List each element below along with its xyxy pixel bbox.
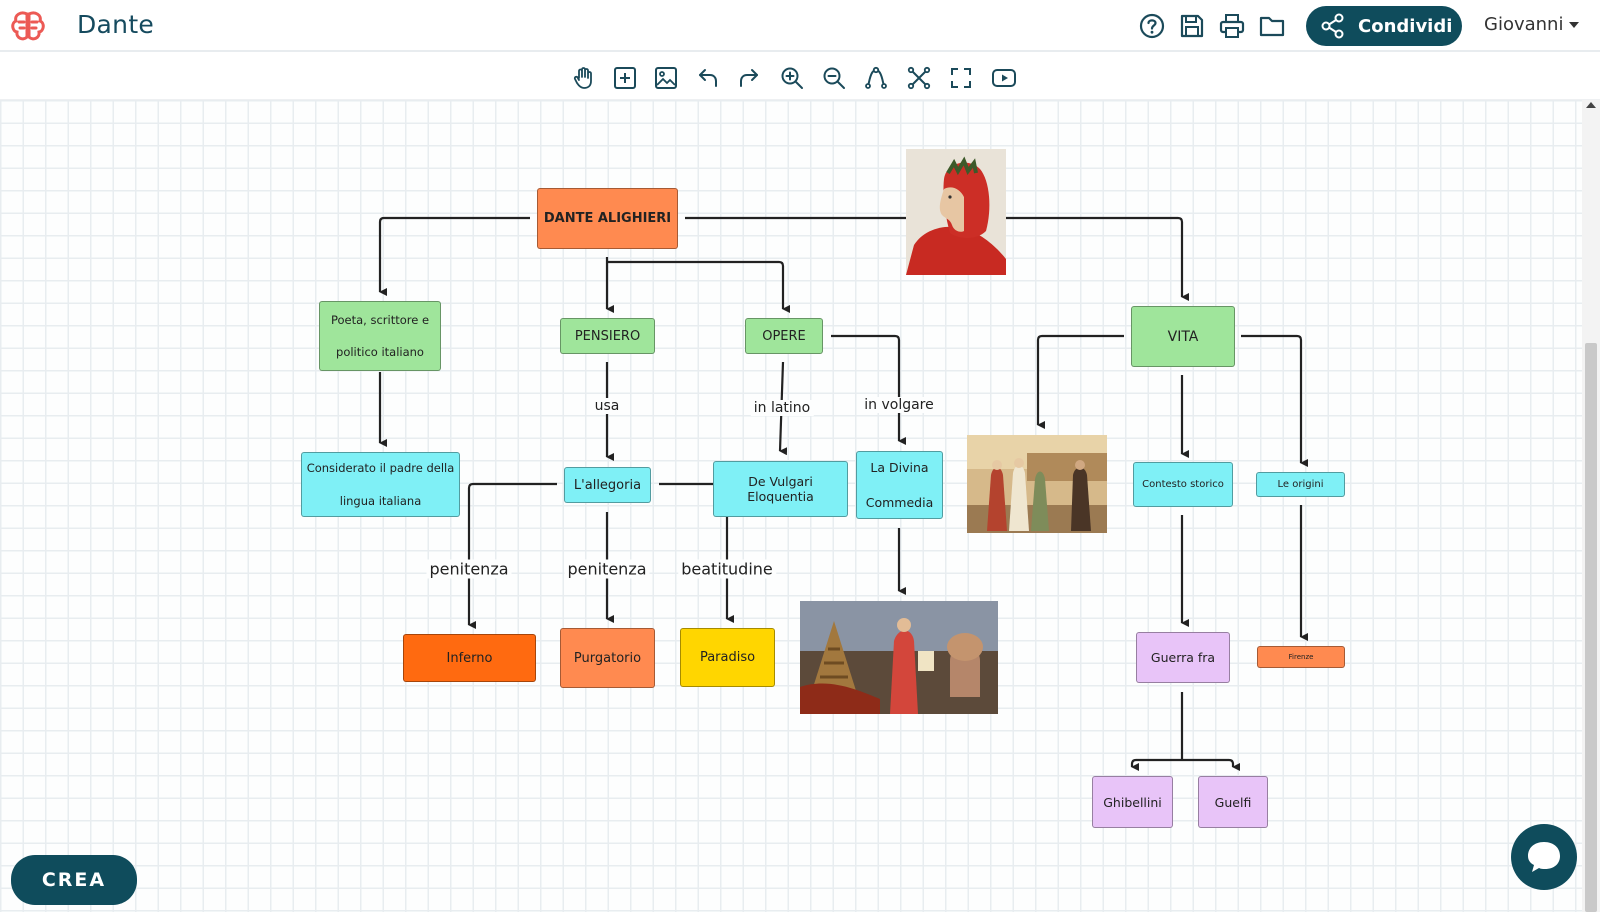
node-text: PENSIERO	[574, 328, 641, 344]
add-box-icon[interactable]	[611, 64, 639, 92]
node-text: Purgatorio	[573, 650, 642, 666]
node-padre-lingua[interactable]: Considerato il padre della lingua italia…	[301, 452, 460, 517]
edge-label-penitenza-purgatorio[interactable]: penitenza	[564, 559, 650, 579]
user-name: Giovanni	[1484, 14, 1564, 35]
create-button[interactable]: CREA	[11, 855, 137, 905]
connector-icon[interactable]	[862, 64, 890, 92]
chat-button[interactable]	[1511, 824, 1577, 890]
node-allegoria[interactable]: L'allegoria	[564, 467, 651, 503]
redo-icon[interactable]	[735, 64, 763, 92]
hand-icon[interactable]	[570, 64, 598, 92]
node-de-vulgari-eloquentia[interactable]: De Vulgari Eloquentia	[713, 461, 848, 517]
edge-label-penitenza-inferno[interactable]: penitenza	[426, 559, 512, 579]
brain-logo-icon[interactable]	[10, 10, 46, 42]
create-label: CREA	[41, 869, 107, 891]
node-text: Contesto storico	[1142, 479, 1224, 490]
image-icon[interactable]	[652, 64, 680, 92]
node-paradiso[interactable]: Paradiso	[680, 628, 775, 687]
edge-label-usa[interactable]: usa	[591, 398, 623, 414]
node-firenze[interactable]: Firenze	[1257, 646, 1345, 668]
node-text: Guelfi	[1214, 794, 1252, 810]
node-inferno[interactable]: Inferno	[403, 634, 536, 682]
node-purgatorio[interactable]: Purgatorio	[560, 628, 655, 688]
share-icon	[1321, 13, 1344, 39]
fullscreen-icon[interactable]	[947, 64, 975, 92]
share-label: Condividi	[1358, 15, 1453, 37]
node-text: Ghibellini	[1103, 794, 1162, 810]
save-icon[interactable]	[1178, 12, 1206, 40]
node-ghibellini[interactable]: Ghibellini	[1092, 776, 1173, 828]
node-text: DANTE ALIGHIERI	[543, 211, 672, 226]
node-text: La Divina Commedia	[865, 460, 934, 510]
present-icon[interactable]	[990, 64, 1018, 92]
node-guelfi[interactable]: Guelfi	[1198, 776, 1268, 828]
edge-label-in-latino[interactable]: in latino	[750, 400, 814, 416]
node-text: Paradiso	[699, 650, 756, 665]
node-text: VITA	[1167, 328, 1199, 345]
node-text: Poeta, scrittore e politico italiano	[330, 312, 430, 359]
chevron-down-icon	[1569, 21, 1580, 28]
undo-icon[interactable]	[694, 64, 722, 92]
node-text: Considerato il padre della lingua italia…	[306, 461, 455, 508]
node-le-origini[interactable]: Le origini	[1256, 472, 1345, 497]
node-opere[interactable]: OPERE	[745, 318, 823, 354]
vertical-scrollbar[interactable]	[1582, 100, 1600, 912]
node-text: Guerra fra	[1150, 650, 1216, 665]
print-icon[interactable]	[1218, 12, 1246, 40]
dante-commedia-painting-image[interactable]	[800, 601, 998, 714]
edge-label-in-volgare[interactable]: in volgare	[861, 397, 937, 413]
node-text: Firenze	[1288, 653, 1314, 661]
node-poeta[interactable]: Poeta, scrittore e politico italiano	[319, 301, 441, 371]
node-dante-alighieri[interactable]: DANTE ALIGHIERI	[537, 188, 678, 249]
node-divina-commedia[interactable]: La Divina Commedia	[856, 451, 943, 519]
folder-icon[interactable]	[1258, 12, 1286, 40]
node-pensiero[interactable]: PENSIERO	[560, 318, 655, 354]
top-bar: Dante Condividi Giovanni	[0, 0, 1600, 52]
share-button[interactable]: Condividi	[1306, 6, 1462, 46]
node-text: De Vulgari Eloquentia	[747, 474, 814, 504]
fit-icon[interactable]	[905, 64, 933, 92]
editor-toolbar	[0, 54, 1600, 100]
node-text: L'allegoria	[573, 477, 642, 493]
edge-label-beatitudine[interactable]: beatitudine	[678, 559, 776, 579]
node-guerra-fra[interactable]: Guerra fra	[1136, 632, 1230, 683]
dante-portrait-image[interactable]	[906, 149, 1006, 275]
help-icon[interactable]	[1138, 12, 1166, 40]
zoom-out-icon[interactable]	[820, 64, 848, 92]
dante-beatrice-painting-image[interactable]	[967, 435, 1107, 533]
node-text: Inferno	[446, 650, 493, 666]
node-vita[interactable]: VITA	[1131, 306, 1235, 367]
scrollbar-thumb[interactable]	[1585, 343, 1597, 912]
document-title[interactable]: Dante	[77, 10, 155, 39]
chat-bubble-icon	[1528, 842, 1560, 872]
user-menu[interactable]: Giovanni	[1484, 14, 1580, 35]
node-text: Le origini	[1277, 479, 1324, 490]
zoom-in-icon[interactable]	[778, 64, 806, 92]
node-contesto-storico[interactable]: Contesto storico	[1133, 462, 1233, 507]
scroll-up-arrow-icon[interactable]	[1586, 102, 1596, 108]
node-text: OPERE	[762, 328, 806, 344]
